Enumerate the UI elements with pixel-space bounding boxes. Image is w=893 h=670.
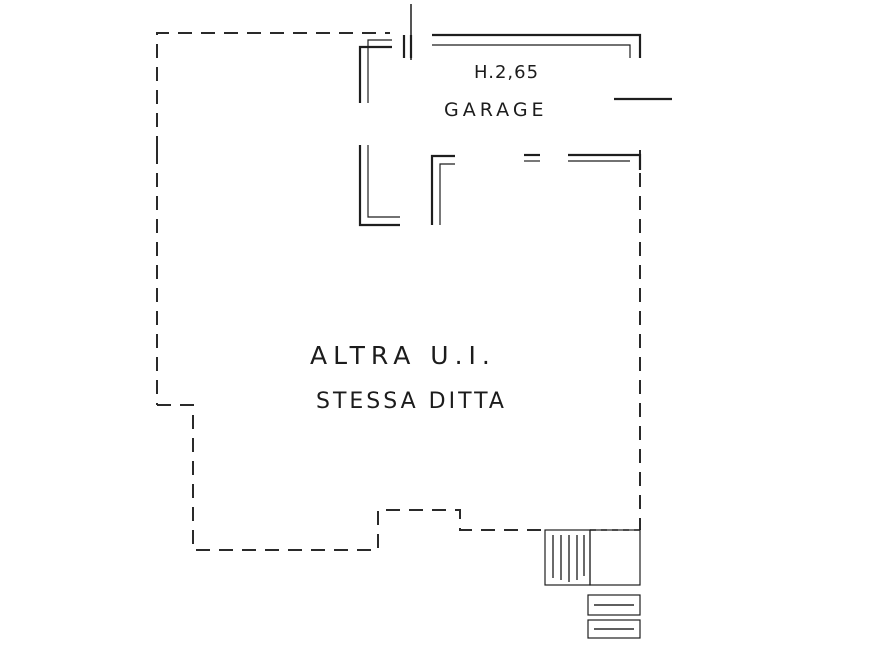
- unit-label-line2: STESSA DITTA: [316, 389, 507, 414]
- garage-walls: [358, 33, 672, 227]
- garage-label: GARAGE: [444, 99, 548, 121]
- stair-element: [544, 529, 641, 639]
- garage-height-label: H.2,65: [474, 62, 540, 83]
- unit-boundary: [156, 32, 641, 551]
- unit-label-line1: ALTRA U.I.: [310, 341, 496, 370]
